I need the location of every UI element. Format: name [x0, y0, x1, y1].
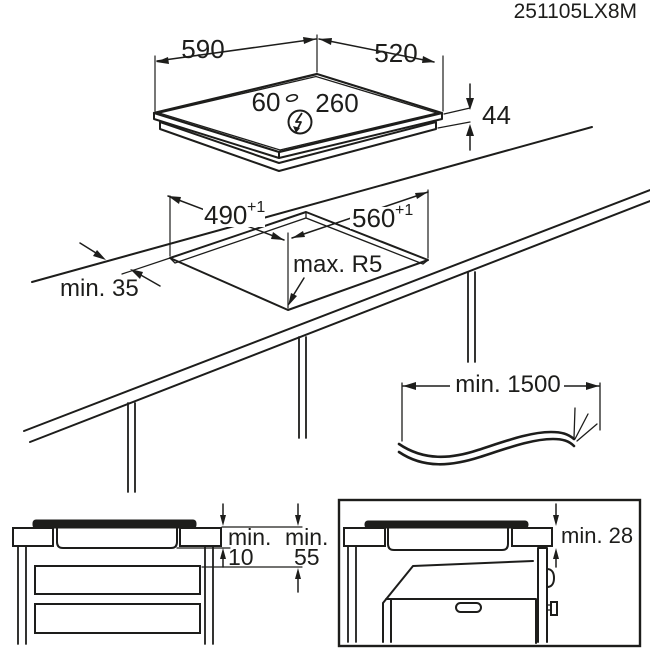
min-35-arrow-shafts — [79, 242, 161, 287]
worktop-board-right-oven — [511, 527, 553, 547]
oven-latch-knob — [550, 601, 558, 616]
worktop-board-left-oven — [343, 527, 386, 547]
hob-drawer-gap-min-prefix: min. — [228, 524, 271, 550]
oven-control-knob-icon — [546, 568, 555, 588]
glass-top-inner-edge — [156, 75, 440, 151]
oven-door-handle — [455, 602, 482, 613]
label-mask-1500 — [450, 372, 564, 397]
dim-cutout-490-label: 490 — [204, 200, 247, 230]
detail-box-border — [337, 498, 642, 648]
cutout-projection-lines — [169, 189, 429, 309]
dim-44-arrowheads — [466, 98, 474, 136]
dim-44-leader-lines — [437, 107, 471, 129]
dim-width-590-label: 590 — [181, 34, 224, 64]
cable-dim-brackets — [401, 382, 601, 442]
hob-glass-panel — [32, 519, 197, 529]
cable-icon — [397, 430, 576, 466]
dim-cutout-560-tolerance: +1 — [395, 202, 413, 219]
dim-520-arrowheads — [319, 38, 435, 63]
hob-glass-panel-oven — [364, 520, 529, 529]
worktop-board-left — [12, 527, 54, 547]
labels: 251105LX8M 590 520 60 260 44 490 +1 560 … — [60, 0, 637, 570]
front-clearance-label: min. 35 — [60, 275, 139, 302]
label-mask-490 — [203, 206, 265, 227]
max-r5-arrowhead — [288, 293, 297, 306]
cabinet-side-panels — [17, 545, 214, 645]
oven-right-trim-panel — [537, 547, 548, 643]
worktop-back-edge — [31, 126, 593, 283]
glass-side-face — [153, 112, 443, 159]
min-35-arrowheads — [93, 250, 143, 279]
hob-drawer-gap-value: 10 — [228, 544, 254, 570]
dim-cutout-490-tolerance: +1 — [247, 199, 265, 216]
oven-latch-stems — [546, 604, 552, 611]
extension-lines — [154, 34, 444, 112]
model-number: 251105LX8M — [514, 0, 637, 23]
worktop-drawer-min-prefix: min. — [285, 524, 328, 550]
dim-hole-60-label: 60 — [252, 87, 281, 117]
power-supply-icon — [287, 109, 313, 135]
worktop-cutout-view — [23, 126, 650, 493]
oven-clearance-label: min. 28 — [561, 523, 633, 548]
dim-depth-520-label: 520 — [374, 38, 417, 68]
hob-tub-oven — [387, 527, 509, 551]
cable-length-label: min. 1500 — [455, 371, 560, 398]
reference-lines — [176, 526, 303, 568]
worktop-drawer-value: 55 — [294, 544, 320, 570]
dim-height-44-label: 44 — [482, 100, 511, 130]
dim-490-arrowheads — [168, 196, 284, 240]
drawer-front-lower — [34, 603, 201, 634]
drawer-front-upper — [34, 565, 201, 595]
oven-body — [382, 560, 537, 644]
hob-tub — [56, 527, 178, 549]
worktop-front-edge — [23, 189, 650, 443]
hob-top-view — [152, 34, 474, 172]
arrow-shafts — [222, 503, 299, 593]
power-cable-view — [397, 372, 601, 466]
worktop-board-right — [179, 527, 222, 547]
stripped-wire-ends-icon — [573, 407, 598, 442]
corner-radius-label: max. R5 — [293, 251, 382, 278]
cable-entry-hole-icon — [285, 93, 299, 103]
cutout-inner-lip — [169, 211, 429, 265]
dim-lines-590-520 — [156, 38, 435, 63]
hob-body — [159, 121, 437, 172]
min-28-arrowheads — [553, 515, 559, 559]
label-mask-560 — [350, 207, 414, 229]
dim-cutout-560-label: 560 — [352, 203, 395, 233]
min-35-extension-line — [121, 257, 171, 275]
dim-hole-260-label: 260 — [315, 88, 358, 118]
cross-section-drawers — [12, 503, 303, 645]
cross-section-oven — [337, 498, 642, 648]
cabinet-side-panel-left — [347, 545, 357, 643]
cabinet-legs — [127, 271, 476, 493]
